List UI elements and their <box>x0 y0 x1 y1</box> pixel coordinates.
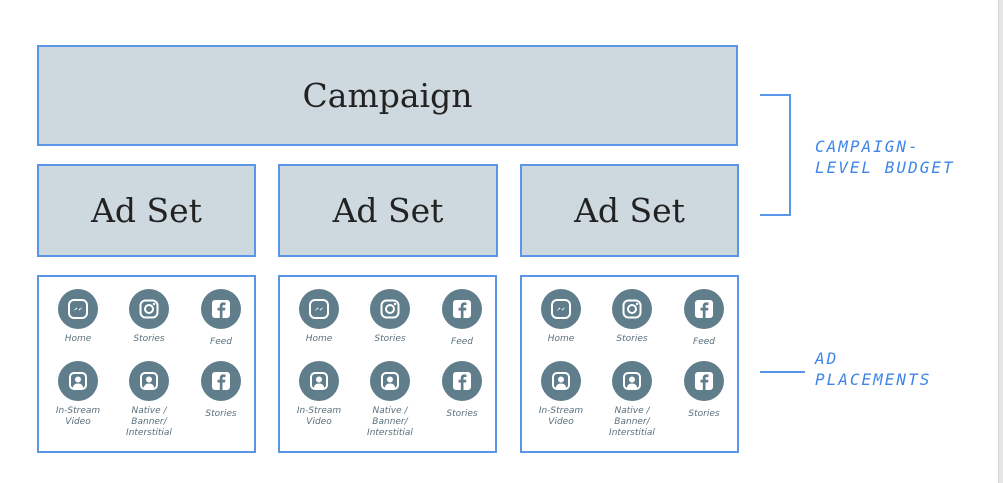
placement-item: Stories <box>595 289 669 345</box>
placement-item: Home <box>41 289 115 345</box>
placement-item: Native / Banner/ Interstitial <box>112 361 186 439</box>
placement-label: Home <box>64 334 92 344</box>
messenger-icon <box>58 289 98 329</box>
placement-label: Native / Banner/ Interstitial <box>609 406 655 438</box>
placement-item: Feed <box>425 289 499 348</box>
campaign-budget-bracket <box>760 94 791 216</box>
placement-label: Home <box>547 334 575 344</box>
user-badge-icon <box>370 361 410 401</box>
placement-label: In-Stream Video <box>296 406 342 427</box>
user-badge-icon <box>541 361 581 401</box>
ad-set-label: Ad Set <box>574 191 685 230</box>
campaign-level-budget-label: CAMPAIGN- LEVEL BUDGET <box>815 137 955 177</box>
placement-item: In-Stream Video <box>41 361 115 428</box>
placement-item: Feed <box>184 289 258 348</box>
placement-item: Stories <box>112 289 186 345</box>
placement-item: In-Stream Video <box>524 361 598 428</box>
ad-placements-label: AD PLACEMENTS <box>815 349 932 389</box>
placement-item: Feed <box>667 289 741 348</box>
campaign-label: Campaign <box>302 76 473 115</box>
placement-label: In-Stream Video <box>538 406 584 427</box>
ad-set-box: Ad Set <box>37 164 256 257</box>
facebook-icon <box>684 289 724 329</box>
placement-label: Stories <box>446 409 478 419</box>
facebook-icon <box>684 361 724 401</box>
placement-label: Native / Banner/ Interstitial <box>367 406 413 438</box>
facebook-icon <box>442 361 482 401</box>
ad-placements-connector <box>760 371 805 373</box>
placement-label: Stories <box>205 409 237 419</box>
facebook-icon <box>201 361 241 401</box>
placement-label: Stories <box>616 334 648 344</box>
campaign-box: Campaign <box>37 45 738 146</box>
placement-label: Stories <box>133 334 165 344</box>
instagram-icon <box>370 289 410 329</box>
user-badge-icon <box>129 361 169 401</box>
instagram-icon <box>612 289 652 329</box>
window-edge <box>998 0 1003 483</box>
placement-item: Native / Banner/ Interstitial <box>353 361 427 439</box>
user-badge-icon <box>299 361 339 401</box>
placement-item: Home <box>524 289 598 345</box>
placement-label: Feed <box>693 337 715 347</box>
placement-label: Native / Banner/ Interstitial <box>126 406 172 438</box>
ad-set-label: Ad Set <box>91 191 202 230</box>
placement-label: Feed <box>210 337 232 347</box>
ad-set-box: Ad Set <box>278 164 498 257</box>
placement-item: Home <box>282 289 356 345</box>
facebook-icon <box>442 289 482 329</box>
instagram-icon <box>129 289 169 329</box>
placement-item: Stories <box>184 361 258 420</box>
placement-item: Native / Banner/ Interstitial <box>595 361 669 439</box>
placement-label: In-Stream Video <box>55 406 101 427</box>
user-badge-icon <box>58 361 98 401</box>
placement-item: In-Stream Video <box>282 361 356 428</box>
messenger-icon <box>541 289 581 329</box>
placement-label: Feed <box>451 337 473 347</box>
placement-item: Stories <box>353 289 427 345</box>
ad-set-label: Ad Set <box>332 191 444 230</box>
facebook-icon <box>201 289 241 329</box>
messenger-icon <box>299 289 339 329</box>
ad-set-box: Ad Set <box>520 164 739 257</box>
placement-item: Stories <box>667 361 741 420</box>
placement-item: Stories <box>425 361 499 420</box>
placement-label: Stories <box>374 334 406 344</box>
placement-label: Home <box>305 334 333 344</box>
user-badge-icon <box>612 361 652 401</box>
placement-label: Stories <box>688 409 720 419</box>
